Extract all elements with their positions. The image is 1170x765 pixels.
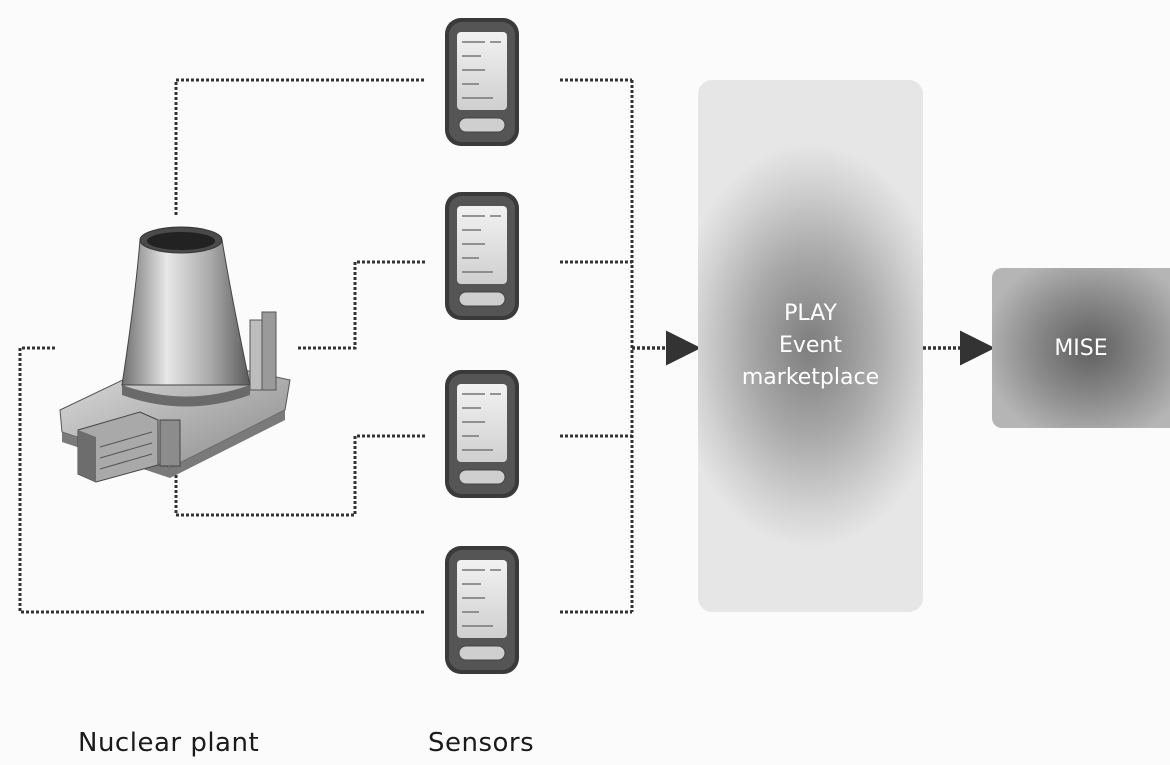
connector-plant-sensor4	[18, 346, 425, 614]
mise-label: MISE	[1054, 335, 1108, 361]
caption-nuclear-plant: Nuclear plant	[78, 728, 260, 758]
connector-plant-sensor2	[298, 260, 425, 350]
play-label-line3: marketplace	[741, 365, 880, 390]
sensor-device-icon	[445, 546, 519, 674]
nuclear-plant-icon	[59, 226, 291, 483]
connector-plant-sensor1	[174, 78, 425, 215]
play-label-line1: PLAY	[784, 301, 837, 326]
connector-plant-sensor3	[174, 434, 425, 517]
sensor-device-icon	[445, 370, 519, 498]
play-event-marketplace-box: PLAY Event marketplace	[698, 80, 923, 612]
mise-box: MISE	[992, 268, 1170, 428]
sensor-device-icon	[445, 192, 519, 320]
play-label-line2: Event	[778, 333, 842, 358]
sensor-device-icon	[445, 18, 519, 146]
caption-sensors: Sensors	[428, 728, 535, 758]
connectors	[18, 78, 634, 614]
